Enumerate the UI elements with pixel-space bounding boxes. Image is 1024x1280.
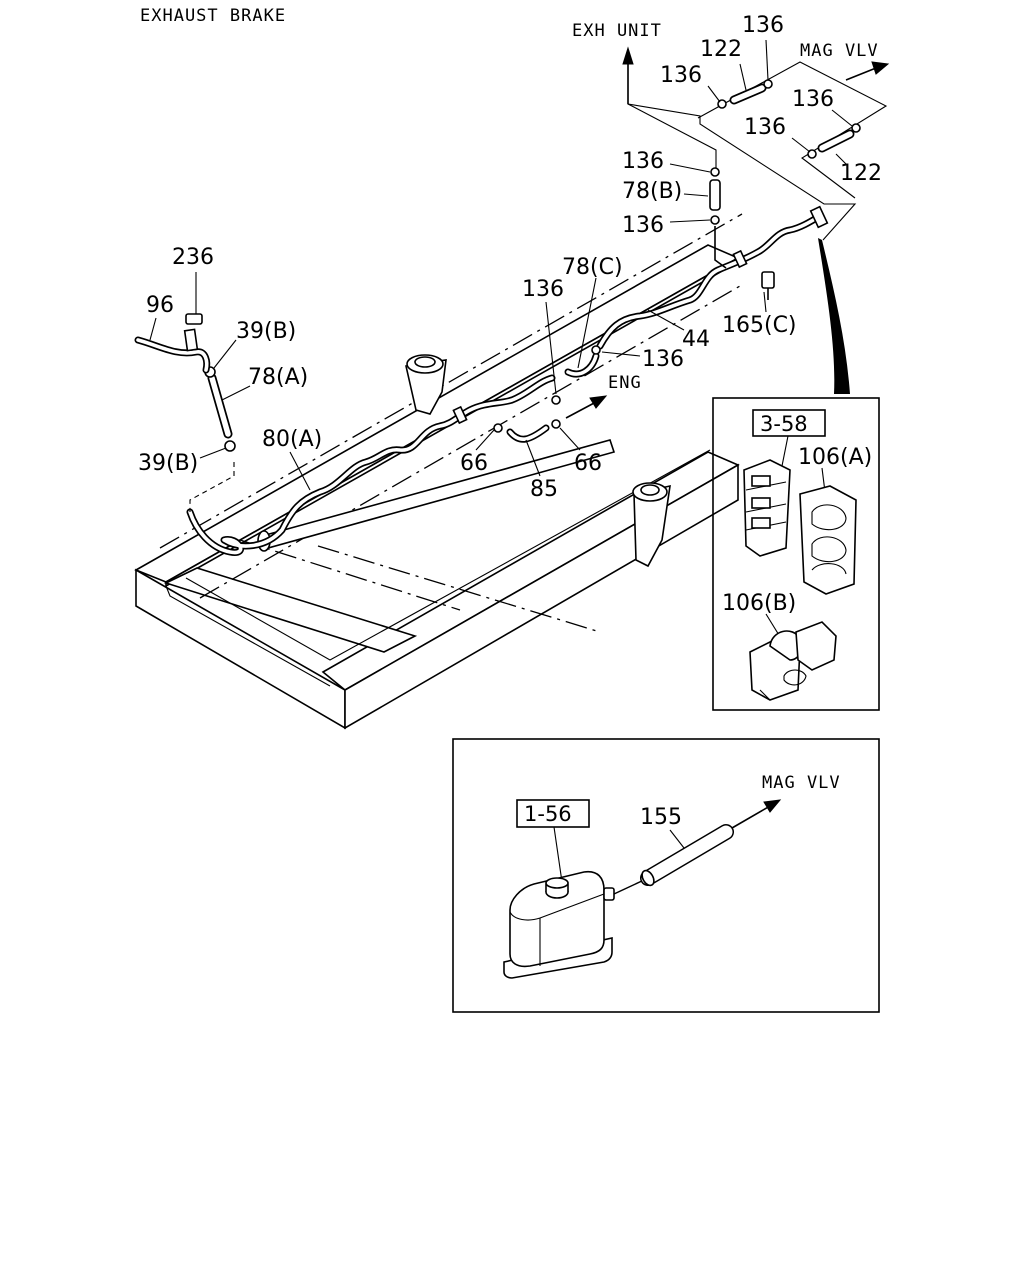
label-78a: 78(A)	[248, 365, 308, 390]
label-85: 85	[530, 477, 558, 502]
ref-box-1-56: 1-56	[524, 802, 572, 826]
arrow-eng	[565, 395, 608, 419]
callout-labels: 136 122 136 136 136 122 136 78(B) 136 78…	[138, 13, 882, 502]
label-122: 122	[840, 161, 882, 186]
frame-bracket-right	[632, 482, 671, 568]
label-155: 155	[640, 805, 682, 830]
vacuum-pipe-80a	[186, 374, 556, 556]
label-80a: 80(A)	[262, 427, 322, 452]
label-96: 96	[146, 293, 174, 318]
clip-3-58	[743, 459, 791, 557]
label-165c: 165(C)	[722, 313, 797, 338]
label-66: 66	[574, 451, 602, 476]
magnetic-valve-body	[503, 870, 615, 979]
hose-85	[493, 419, 561, 443]
clip-106b	[749, 621, 837, 701]
hose-155	[613, 824, 734, 895]
label-136: 136	[744, 115, 786, 140]
label-236: 236	[172, 245, 214, 270]
vacuum-pipe-44	[452, 205, 829, 425]
pipe-78b	[709, 167, 727, 269]
label-122: 122	[700, 37, 742, 62]
label-eng: ENG	[608, 373, 642, 393]
chassis-frame	[134, 213, 743, 730]
pipe-122-lower	[807, 123, 861, 159]
label-66: 66	[460, 451, 488, 476]
label-136: 136	[742, 13, 784, 38]
label-39b: 39(B)	[236, 319, 296, 344]
arrow-exh-unit	[622, 46, 634, 104]
clip-66-left	[493, 423, 503, 433]
inset-clips: 3-58 106(A) 106(B)	[712, 397, 880, 711]
inset-mag-valve: 1-56 MAG VLV 155	[452, 738, 880, 1013]
label-106a: 106(A)	[798, 445, 872, 470]
label-136: 136	[642, 347, 684, 372]
frame-bracket-left	[405, 354, 447, 415]
label-136: 136	[622, 149, 664, 174]
arrow-mag-vlv-bottom	[731, 799, 782, 829]
ref-box-3-58: 3-58	[760, 412, 808, 436]
label-mag-vlv: MAG VLV	[800, 41, 879, 61]
label-136: 136	[660, 63, 702, 88]
label-136: 136	[522, 277, 564, 302]
label-78c: 78(C)	[562, 255, 623, 280]
label-106b: 106(B)	[722, 591, 796, 616]
clip-106a	[799, 485, 857, 595]
label-78b: 78(B)	[622, 179, 682, 204]
clip-66-right	[551, 419, 561, 429]
diagram-title: EXHAUST BRAKE	[140, 6, 286, 26]
label-44: 44	[682, 327, 710, 352]
pipe-78a	[204, 366, 236, 452]
bolt-165c	[761, 271, 775, 300]
label-39b: 39(B)	[138, 451, 198, 476]
leader-lines	[149, 39, 853, 491]
hose-78c	[551, 345, 601, 405]
inset-pointer	[818, 238, 850, 394]
label-136: 136	[792, 87, 834, 112]
connector-96	[134, 313, 211, 374]
label-136: 136	[622, 213, 664, 238]
label-mag-vlv: MAG VLV	[762, 773, 841, 793]
arrow-mag-vlv-top	[845, 61, 890, 81]
label-exh-unit: EXH UNIT	[572, 21, 662, 41]
